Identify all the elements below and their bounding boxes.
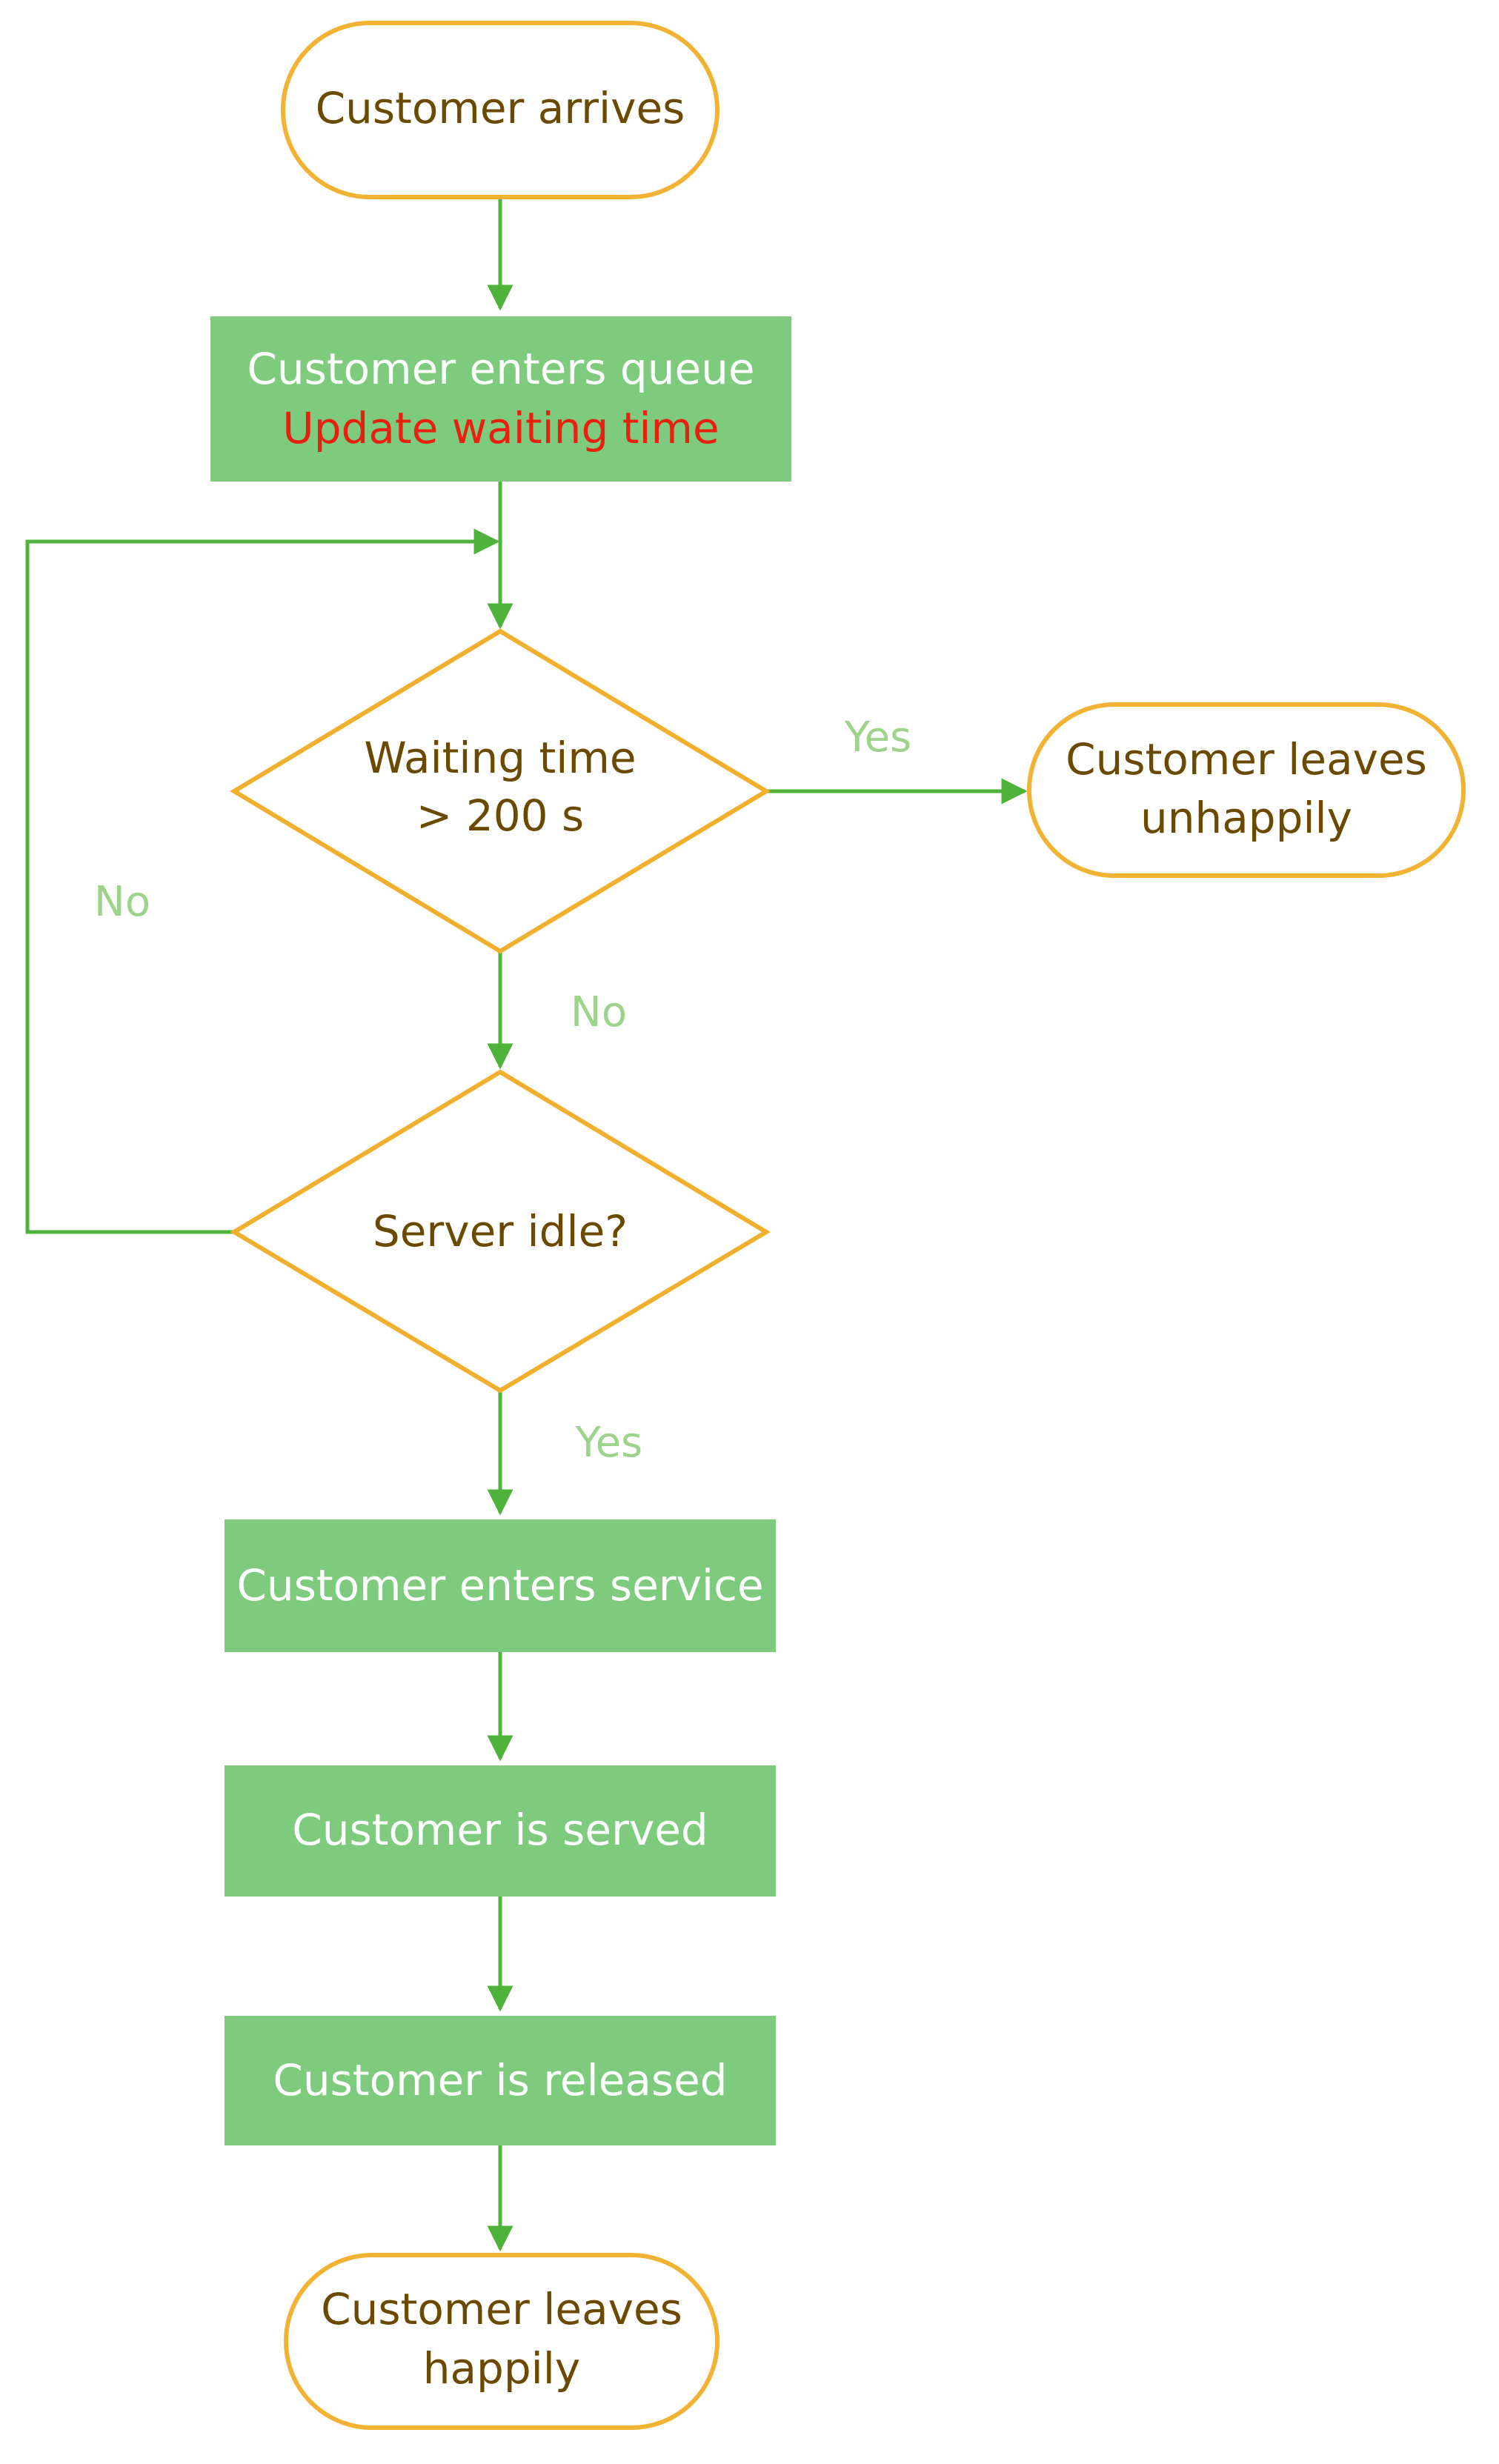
- waiting-time-decision: Waiting time > 200 s: [230, 628, 771, 954]
- threshold-label: > 200 s: [416, 790, 584, 841]
- enter-queue-label: Customer enters queue: [247, 344, 754, 394]
- wait-yes-label: Yes: [844, 713, 911, 762]
- leave-happily-terminal: Customer leaves happily: [284, 2253, 719, 2430]
- start-terminal: Customer arrives: [281, 21, 719, 199]
- connectors: [25, 197, 1028, 2252]
- server-idle-decision: Server idle?: [230, 1069, 771, 1394]
- start-label: Customer arrives: [316, 83, 685, 133]
- enter-service-label: Customer enters service: [236, 1560, 763, 1611]
- leave-unhappily-line2: unhappily: [1140, 793, 1352, 843]
- served-process: Customer is served: [225, 1765, 776, 1897]
- update-waiting-time-label: Update waiting time: [282, 403, 719, 453]
- served-label: Customer is served: [292, 1805, 708, 1855]
- edge-idle-no-loop: [25, 528, 500, 1234]
- leave-happily-line1: Customer leaves: [321, 2284, 682, 2334]
- idle-no-label: No: [94, 878, 150, 926]
- released-process: Customer is released: [225, 2016, 776, 2145]
- idle-yes-label: Yes: [575, 1419, 642, 1467]
- leave-unhappily-terminal: Customer leaves unhappily: [1027, 702, 1466, 878]
- server-idle-label: Server idle?: [373, 1206, 628, 1256]
- released-label: Customer is released: [273, 2055, 727, 2105]
- waiting-time-label: Waiting time: [364, 733, 636, 783]
- enter-queue-process: Customer enters queue Update waiting tim…: [210, 316, 791, 482]
- leave-unhappily-line1: Customer leaves: [1066, 734, 1427, 785]
- wait-no-label: No: [571, 988, 627, 1036]
- leave-happily-line2: happily: [423, 2343, 581, 2394]
- enter-service-process: Customer enters service: [225, 1519, 776, 1652]
